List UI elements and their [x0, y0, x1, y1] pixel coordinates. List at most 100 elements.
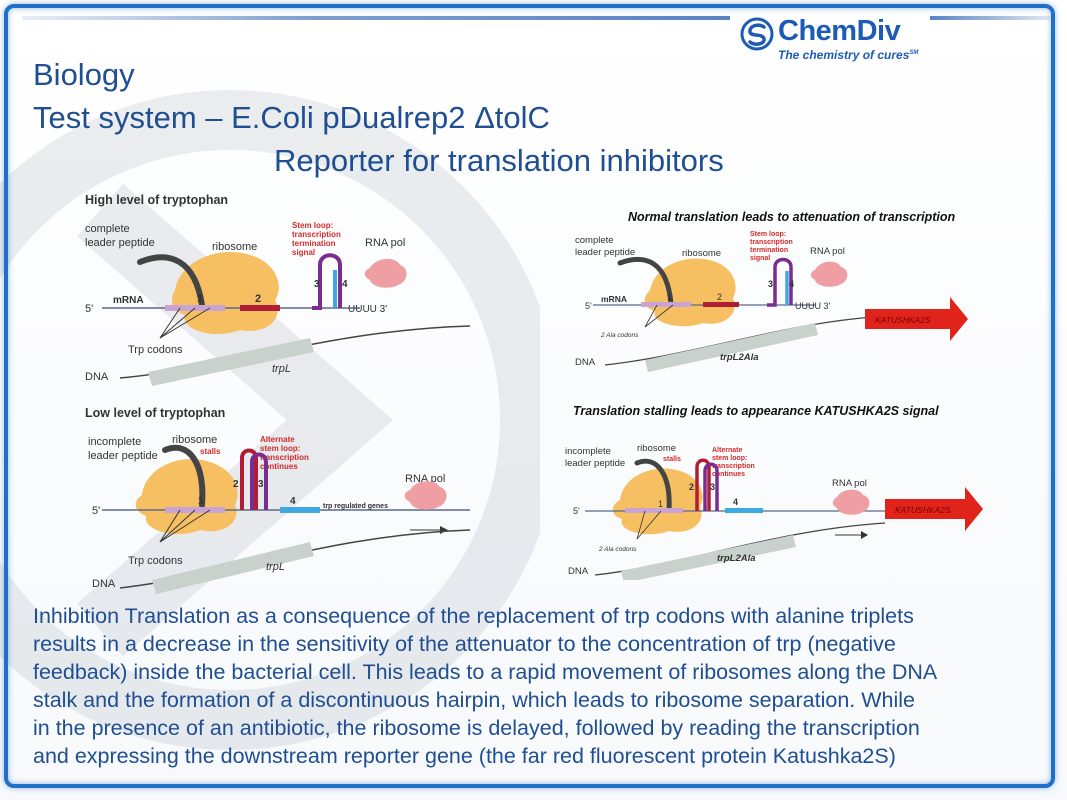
rb-stem-label-4: continues: [712, 471, 745, 478]
high-num-1: 1: [197, 293, 203, 305]
low-stalls-label: stalls: [200, 447, 221, 456]
rt-trpl-label: trpL2Ala: [720, 352, 759, 363]
rt-leader-peptide: [617, 256, 674, 306]
high-trpl-label: trpL: [272, 363, 291, 375]
rb-peptide-label-2: leader peptide: [565, 458, 625, 469]
high-stem-label-1: Stem loop:: [292, 221, 333, 230]
rb-rnapol-label: RNA pol: [832, 478, 867, 489]
rt-stem-loop: [767, 257, 793, 307]
rt-uuuu-label: UUUU 3': [795, 301, 831, 311]
low-stem-label-1: Alternate: [260, 435, 295, 444]
low-ribosome-label: ribosome: [172, 434, 217, 446]
rb-peptide-label-1: incomplete: [565, 446, 611, 457]
low-num-4: 4: [290, 496, 296, 507]
low-alt-stem-loop-2: [240, 448, 258, 510]
high-stem-label-2: transcription: [292, 230, 341, 239]
rt-region-2: [703, 302, 739, 307]
low-peptide-label-2: leader peptide: [88, 450, 158, 462]
low-stem-label-4: continues: [260, 462, 298, 471]
rt-codon-pointer-1: [644, 304, 658, 328]
low-stem-label-2: stem loop:: [260, 444, 300, 453]
reporter-diagram: Normal translation leads to attenuation …: [565, 210, 983, 580]
rb-num-3: 3: [710, 482, 715, 492]
rb-stem-label-3: transcription: [712, 463, 755, 470]
body-line-1: Inhibition Translation as a consequence …: [33, 604, 914, 628]
rt-peptide-label-2: leader peptide: [575, 247, 635, 258]
rt-ala-label: 2 Ala codons: [600, 332, 639, 339]
body-line-4: stalk and the formation of a discontinuo…: [33, 688, 915, 712]
high-rnapol-label: RNA pol: [365, 237, 405, 249]
logo-mark-icon: [740, 17, 774, 51]
high-trpl-gene: [148, 338, 314, 386]
body-paragraph: Inhibition Translation as a consequence …: [33, 602, 1043, 770]
high-codon-pointer-1: [159, 307, 181, 339]
rb-dna-label: DNA: [568, 566, 589, 577]
low-rnapol-label: RNA pol: [405, 473, 445, 485]
rt-stem-label-4: signal: [750, 255, 770, 262]
low-stem-label-3: transcription: [260, 453, 309, 462]
rt-katushka-label: KATUSHKA2S: [875, 315, 931, 325]
rb-stalls-label: stalls: [663, 456, 681, 463]
high-codon-pointer-3: [159, 307, 211, 339]
rb-trpl-gene: [621, 535, 796, 580]
high-mrna-label: mRNA: [113, 295, 144, 306]
low-num-1: 1: [198, 495, 204, 507]
low-num-3: 3: [258, 479, 264, 490]
body-line-5: in the presence of an antibiotic, the ri…: [33, 716, 920, 740]
body-line-2: results in a decrease in the sensitivity…: [33, 632, 896, 656]
rt-rnapol-label: RNA pol: [810, 246, 845, 257]
heading-reporter: Reporter for translation inhibitors: [274, 143, 724, 178]
rb-codon-pointer-2: [636, 510, 662, 540]
top-divider-line: [22, 16, 730, 20]
high-trp-title: High level of tryptophan: [85, 193, 228, 207]
rb-alt-stem-loop-3: [703, 462, 719, 511]
high-stem-label-3: termination: [292, 239, 336, 248]
rt-rna-polymerase: [810, 261, 848, 287]
body-line-6: and expressing the downstream reporter g…: [33, 744, 896, 768]
rt-stem-label-2: transcription: [750, 239, 793, 246]
high-5prime: 5': [85, 303, 93, 315]
rb-stem-label-2: stem loop:: [712, 455, 747, 462]
rb-ala-label: 2 Ala codons: [598, 546, 637, 553]
rb-direction-arrow-icon: [861, 531, 868, 539]
high-region-2: [240, 305, 280, 311]
high-stem-label-4: signal: [292, 248, 315, 257]
low-trpl-label: trpL: [266, 561, 285, 573]
logo-service-mark: SM: [909, 50, 919, 56]
rt-dna-label: DNA: [575, 357, 596, 368]
top-divider-line-right: [930, 16, 1050, 20]
high-num-2: 2: [255, 293, 261, 305]
low-5prime: 5': [92, 505, 100, 517]
rb-num-4: 4: [733, 497, 738, 507]
low-num-2: 2: [233, 479, 239, 490]
high-uuuu-label: UUUU 3': [348, 304, 387, 315]
rb-num-1: 1: [658, 499, 663, 509]
rt-trpl-gene: [645, 323, 818, 372]
high-dna-label: DNA: [85, 371, 109, 383]
rb-ribosome-shape: [612, 468, 703, 535]
rt-num-4: 4: [789, 279, 794, 289]
low-trp-codons-label: Trp codons: [128, 555, 183, 567]
high-stem-loop: [312, 253, 342, 310]
rt-num-1: 1: [667, 292, 672, 302]
logo-tagline-text: The chemistry of cures: [778, 48, 910, 62]
rb-rna-polymerase: [832, 489, 870, 515]
rb-alt-stem-loop-2: [695, 458, 711, 511]
rt-mrna-label: mRNA: [601, 294, 627, 304]
low-leader-peptide: [162, 445, 206, 508]
low-dna-label: DNA: [92, 578, 116, 590]
low-trpl-gene: [152, 542, 314, 594]
high-peptide-label-1: complete: [85, 223, 130, 235]
stalling-title: Translation stalling leads to appearance…: [573, 404, 939, 418]
rt-region-1: [641, 302, 691, 307]
high-num-4: 4: [342, 279, 348, 290]
rt-ribosome-label: ribosome: [682, 248, 721, 259]
heading-biology: Biology: [33, 57, 135, 92]
rt-stem-label-1: Stem loop:: [750, 231, 786, 238]
low-ribosome-shape: [135, 458, 238, 535]
rt-5prime: 5': [585, 301, 592, 311]
rb-region-1: [625, 508, 683, 513]
chemdiv-logo: ChemDiv The chemistry of curesSM: [740, 15, 940, 65]
rt-codon-pointer-2: [644, 304, 674, 328]
